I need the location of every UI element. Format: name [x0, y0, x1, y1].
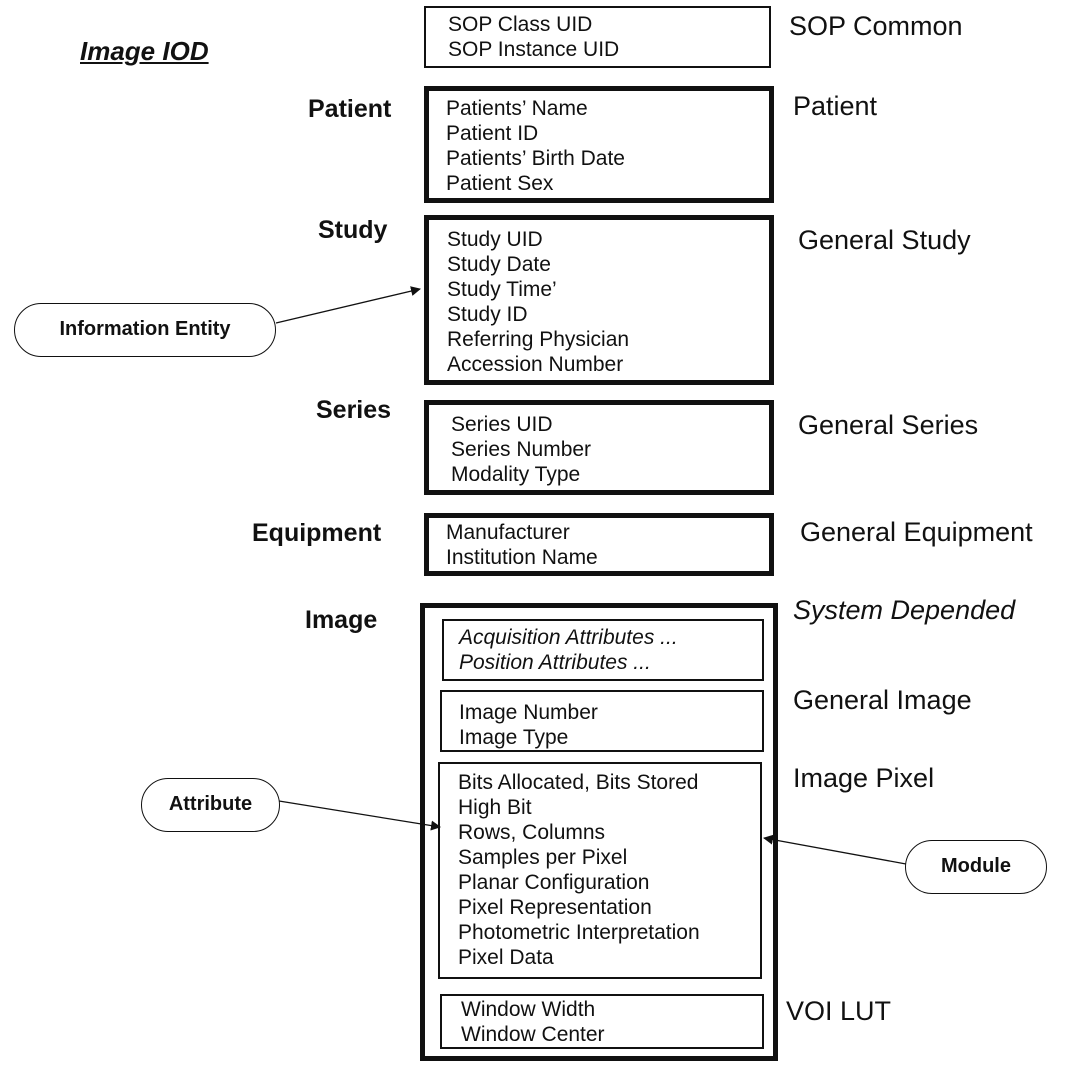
general-image-module-box: Image Number Image Type — [440, 690, 764, 752]
system-depended-module-box: Acquisition Attributes ... Position Attr… — [442, 619, 764, 681]
attribute-text: Patients’ Name — [446, 97, 588, 120]
attribute-text: Manufacturer — [446, 521, 570, 544]
voi-lut-module-box: Window Width Window Center — [440, 994, 764, 1049]
image-pixel-module-box: Bits Allocated, Bits Stored High Bit Row… — [438, 762, 762, 979]
module-label-sop-common: SOP Common — [789, 11, 963, 41]
attribute-text: Accession Number — [447, 353, 624, 376]
attribute-text: Rows, Columns — [458, 821, 606, 844]
attribute-text: SOP Class UID — [448, 13, 593, 36]
module-label-general-series: General Series — [798, 410, 979, 440]
attribute-text: Pixel Representation — [458, 896, 652, 919]
attribute-text: Photometric Interpretation — [458, 921, 700, 944]
callout-information-entity: Information Entity — [14, 303, 276, 357]
callout-module: Module — [905, 840, 1047, 894]
attribute-text: Referring Physician — [447, 328, 630, 351]
module-label-system-depended: System Depended — [793, 595, 1016, 625]
module-label-image-pixel: Image Pixel — [793, 763, 935, 793]
attribute-text: Study ID — [447, 303, 528, 326]
series-box: Series UID Series Number Modality Type — [424, 400, 774, 495]
attribute-arrow — [278, 800, 441, 831]
attribute-text: Image Type — [459, 726, 569, 749]
module-label-patient: Patient — [793, 91, 878, 121]
attribute-text: Bits Allocated, Bits Stored — [458, 771, 699, 794]
module-label-general-equipment: General Equipment — [800, 517, 1033, 547]
entity-label-equipment: Equipment — [252, 519, 382, 547]
attribute-text: Series UID — [451, 413, 553, 436]
attribute-text: Patient Sex — [446, 172, 554, 195]
attribute-text: Patients’ Birth Date — [446, 147, 625, 170]
attribute-text: Study Time’ — [447, 278, 557, 301]
attribute-text: Study Date — [447, 253, 551, 276]
attribute-text: Acquisition Attributes ... — [459, 626, 678, 649]
entity-label-image: Image — [305, 606, 378, 634]
study-box: Study UID Study Date Study Time’ Study I… — [424, 215, 774, 385]
attribute-text: Series Number — [451, 438, 592, 461]
callout-attribute: Attribute — [141, 778, 280, 832]
entity-label-study: Study — [318, 216, 388, 244]
attribute-text: Window Width — [461, 998, 596, 1021]
module-arrow — [763, 834, 907, 865]
attribute-text: Planar Configuration — [458, 871, 650, 894]
attribute-text: Position Attributes ... — [459, 651, 651, 674]
attribute-text: Patient ID — [446, 122, 539, 145]
attribute-text: Image Number — [459, 701, 598, 724]
attribute-text: Study UID — [447, 228, 543, 251]
sop-common-box: SOP Class UID SOP Instance UID — [424, 6, 771, 68]
attribute-text: Modality Type — [451, 463, 581, 486]
diagram-title: Image IOD — [80, 36, 209, 66]
module-label-general-study: General Study — [798, 225, 971, 255]
equipment-box: Manufacturer Institution Name — [424, 513, 774, 576]
information-entity-arrow — [275, 286, 421, 324]
module-label-voi-lut: VOI LUT — [786, 996, 892, 1026]
attribute-text: Window Center — [461, 1023, 605, 1046]
entity-label-series: Series — [316, 396, 392, 424]
entity-label-patient: Patient — [308, 95, 392, 123]
attribute-text: High Bit — [458, 796, 532, 819]
attribute-text: Pixel Data — [458, 946, 554, 969]
attribute-text: Samples per Pixel — [458, 846, 628, 869]
patient-box: Patients’ Name Patient ID Patients’ Birt… — [424, 86, 774, 203]
attribute-text: SOP Instance UID — [448, 38, 620, 61]
module-label-general-image: General Image — [793, 685, 972, 715]
attribute-text: Institution Name — [446, 546, 598, 569]
